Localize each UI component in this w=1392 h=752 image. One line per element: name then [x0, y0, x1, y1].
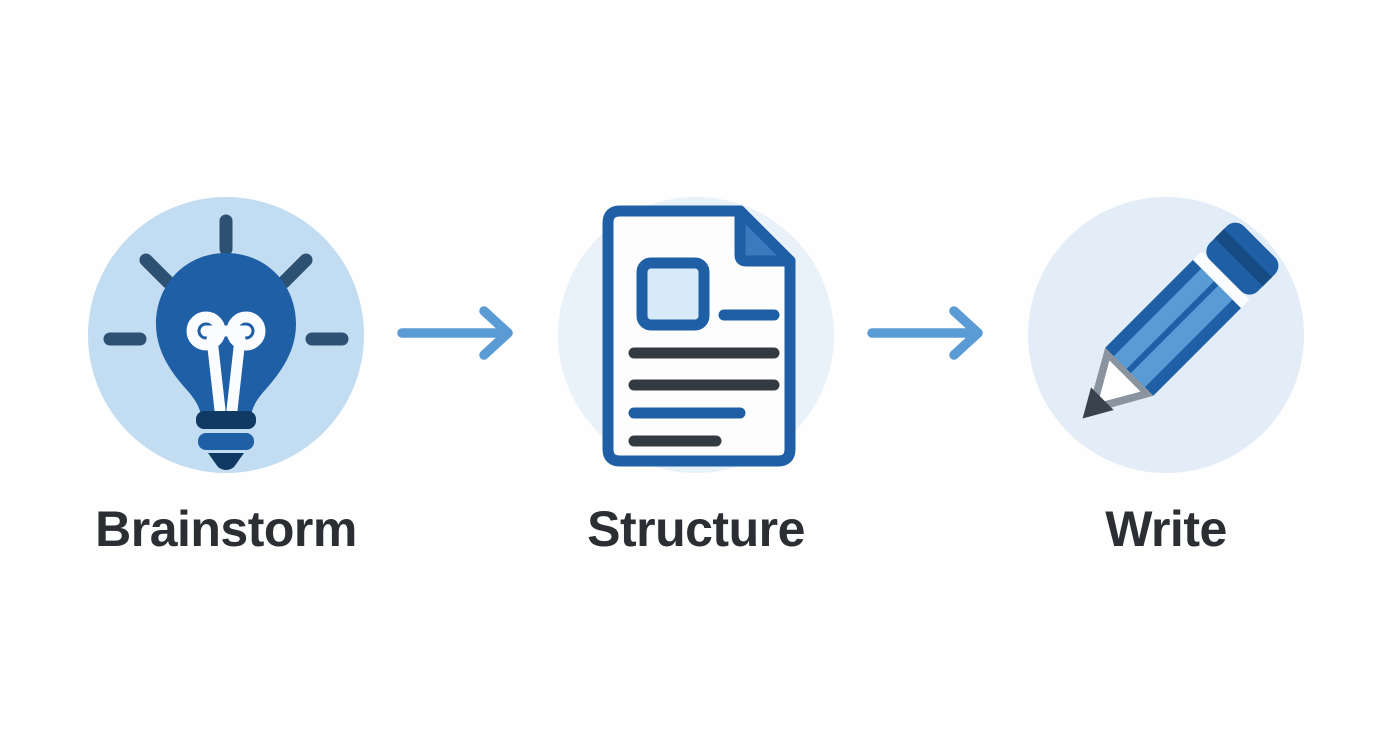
- write-icon-container: [1028, 196, 1304, 473]
- step-label-write: Write: [1105, 500, 1227, 557]
- document-icon: [602, 205, 796, 467]
- step-label-structure: Structure: [587, 500, 805, 557]
- bulb-base-band-2: [198, 432, 254, 450]
- step-structure[interactable]: Structure: [531, 196, 861, 557]
- connector-arrow-1: [391, 293, 531, 373]
- pencil-body-highlight-2: [1130, 285, 1233, 388]
- arrow-right-icon: [867, 306, 983, 360]
- document-thumbnail: [636, 257, 710, 331]
- pencil-body-highlight-1: [1113, 268, 1215, 369]
- document-fold-corner: [734, 205, 796, 267]
- pencil-body: [1105, 259, 1241, 396]
- step-brainstorm[interactable]: Brainstorm: [61, 196, 391, 557]
- ray-top-left: [139, 253, 175, 289]
- step-label-brainstorm: Brainstorm: [95, 500, 357, 557]
- bulb-base-band-1: [196, 410, 256, 429]
- pencil-wood-inner: [1098, 360, 1141, 403]
- bulb-filament: [186, 311, 266, 416]
- lightbulb-icon: [103, 214, 349, 470]
- step-write[interactable]: Write: [1001, 196, 1331, 557]
- pencil-graphite: [1082, 387, 1114, 419]
- brainstorm-icon-container: [88, 196, 364, 473]
- pencil-eraser-stripe: [1214, 228, 1273, 286]
- connector-arrow-2: [861, 293, 1001, 373]
- arrow-right-icon: [397, 306, 513, 360]
- pencil-icon: [1082, 222, 1279, 419]
- structure-icon-container: [558, 196, 834, 473]
- pencil-ferrule-gap: [1192, 251, 1250, 308]
- bulb-base-tip: [208, 452, 244, 470]
- ray-top-right: [277, 253, 313, 289]
